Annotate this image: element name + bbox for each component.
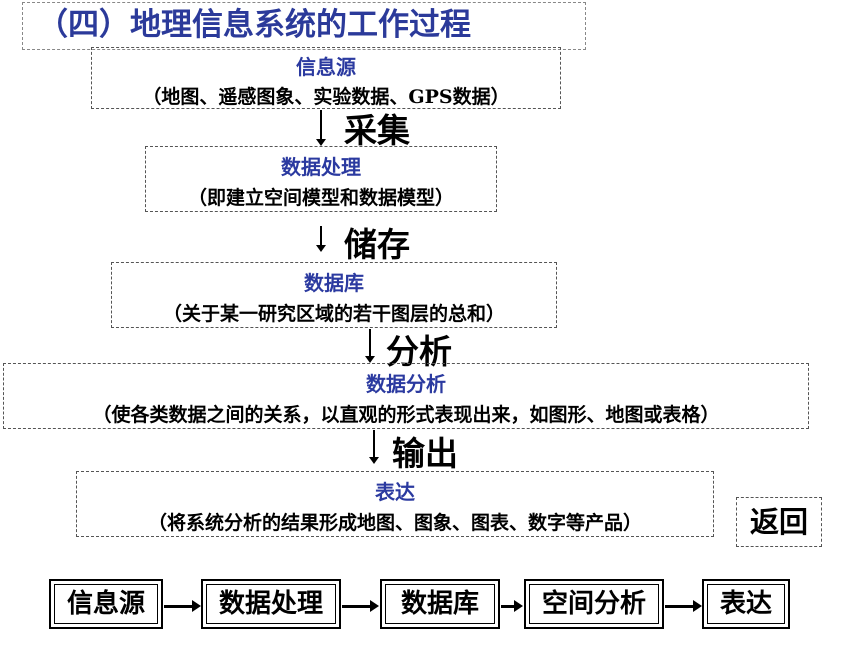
down-arrow-icon	[365, 329, 375, 363]
step-heading: 信息源	[296, 55, 356, 79]
flow-box-database: 数据库	[380, 579, 500, 629]
step-heading: 数据分析	[366, 372, 446, 396]
step-box-database: 数据库 （关于某一研究区域的若干图层的总和）	[111, 262, 557, 328]
page-title: （四）地理信息系统的工作过程	[22, 2, 586, 50]
step-heading: 表达	[375, 480, 415, 504]
step-heading: 数据库	[304, 271, 364, 295]
right-arrow-icon	[164, 600, 201, 612]
step-box-data-analysis: 数据分析 （使各类数据之间的关系，以直观的形式表现出来，如图形、地图或表格）	[3, 363, 809, 429]
step-box-info-source: 信息源 （地图、遥感图象、实验数据、GPS数据）	[91, 47, 561, 109]
step-description: （即建立空间模型和数据模型）	[187, 187, 454, 209]
step-description: （将系统分析的结果形成地图、图象、图表、数字等产品）	[147, 512, 642, 534]
down-arrow-icon	[369, 430, 379, 464]
step-description: （使各类数据之间的关系，以直观的形式表现出来，如图形、地图或表格）	[92, 404, 720, 426]
action-label-store: 储存	[344, 225, 410, 264]
flow-box-data-processing: 数据处理	[201, 579, 341, 629]
flow-box-info-source: 信息源	[49, 579, 163, 629]
step-box-data-processing: 数据处理 （即建立空间模型和数据模型）	[145, 146, 497, 212]
back-button[interactable]: 返回	[736, 497, 822, 547]
step-heading: 数据处理	[281, 155, 361, 179]
action-label-analyze: 分析	[386, 332, 452, 371]
down-arrow-icon	[316, 226, 326, 252]
step-box-expression: 表达 （将系统分析的结果形成地图、图象、图表、数字等产品）	[76, 471, 714, 537]
flow-box-spatial-analysis: 空间分析	[524, 579, 664, 629]
action-label-output: 输出	[392, 434, 458, 473]
step-description: （关于某一研究区域的若干图层的总和）	[162, 303, 505, 325]
right-arrow-icon	[342, 600, 379, 612]
flow-box-expression: 表达	[702, 579, 790, 629]
action-label-collect: 采集	[344, 111, 410, 150]
right-arrow-icon	[501, 600, 523, 612]
down-arrow-icon	[316, 110, 326, 146]
right-arrow-icon	[665, 600, 702, 612]
step-description: （地图、遥感图象、实验数据、GPS数据）	[142, 86, 510, 108]
